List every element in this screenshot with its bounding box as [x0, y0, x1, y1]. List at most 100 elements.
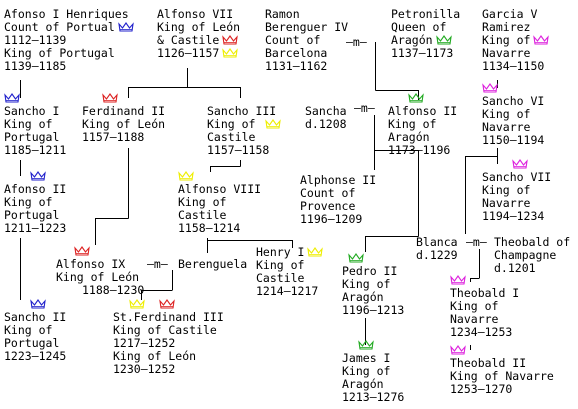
title-line: King of: [342, 364, 391, 378]
reign-line: 1139–1185: [4, 59, 67, 73]
marriage-blanca-theobald: —m—: [466, 235, 487, 249]
name-line: Pedro II: [342, 264, 398, 278]
person-sancho-ii: Sancho II King of Portugal 1223–1245: [4, 298, 66, 363]
crown-icon-aragon: [358, 340, 374, 350]
name-line: James I: [342, 351, 391, 365]
crown-icon-leon: [222, 35, 239, 45]
person-alfonso-viii: Alfonso VIII King of Castile 1158–1214: [178, 170, 261, 235]
title-line: King of León: [56, 270, 140, 284]
crown-line: [450, 344, 554, 357]
title-line: King of: [388, 117, 437, 131]
name-line: Blanca: [416, 235, 458, 249]
person-sancho-vii: Sancho VII King of Navarre 1194–1234: [482, 158, 551, 223]
crown-icon-leon: [159, 299, 175, 309]
name-line: Henry I: [256, 246, 324, 259]
marriage-alfonso9-berenguela: —m—: [147, 257, 168, 271]
reign-line: 1185–1211: [4, 143, 67, 157]
title-line: Barcelona: [265, 46, 328, 60]
reign-line: 1213–1276: [342, 390, 405, 404]
person-afonso-i: Afonso I Henriques Count of Portual 1112…: [4, 8, 134, 73]
person-berenguela: Berenguela: [178, 258, 247, 271]
crown-icon-aragon: [435, 35, 452, 45]
reign-line: 1134–1150: [482, 59, 545, 73]
reign-line: 1194–1234: [482, 209, 545, 223]
reign-line: 1234–1253: [450, 325, 513, 339]
crown-icon-leon: [102, 93, 118, 103]
reign-line: d.1229: [416, 248, 458, 262]
person-sancho-i: Sancho I King of Portugal 1185–1211: [4, 92, 66, 157]
reign-line: 1173–1196: [388, 143, 451, 157]
name-line: Sancha: [305, 104, 347, 118]
title-line: Castile: [256, 271, 305, 285]
title-line: Aragón: [342, 377, 384, 391]
crown-line: [388, 92, 457, 105]
crown-icon-navarre: [512, 159, 528, 169]
crown-icon-castile: [307, 247, 324, 257]
person-afonso-ii-portugal: Afonso II King of Portugal 1211–1223: [4, 170, 66, 235]
crown-line: [178, 170, 261, 183]
title-line: Navarre: [450, 312, 499, 326]
reign-line: 1253–1270: [450, 382, 513, 396]
reign-line: 1157–1188: [82, 130, 145, 144]
title-line: King of: [207, 118, 282, 131]
person-alfonso-ix: Alfonso IX King of León 1188–1230: [56, 245, 144, 297]
name-line: Afonso I Henriques: [4, 7, 129, 21]
reign-line: 1214–1217: [256, 284, 319, 298]
crown-icon-aragon: [348, 253, 364, 263]
person-alfonso-ii-aragon: Alfonso II King of Aragón 1173–1196: [388, 92, 457, 157]
person-henry-i: Henry I King of Castile 1214–1217: [256, 246, 324, 298]
title-line: King of: [342, 277, 391, 291]
crown-icon-aragon: [408, 93, 424, 103]
crown-icon-castile: [265, 119, 282, 129]
title-line: King of: [256, 258, 305, 272]
crown-icon-castile: [178, 171, 194, 181]
crown-icon-navarre: [482, 83, 498, 93]
title-line: King of León: [157, 20, 241, 34]
marriage-ramon-petronilla: —m—: [346, 35, 367, 49]
title-line: King of Portugal: [4, 46, 115, 60]
reign-line: 1217–1252: [113, 336, 176, 350]
person-sancha: Sancha d.1208: [305, 105, 347, 131]
reign-line: 1211–1223: [4, 221, 67, 235]
crown-line: [482, 158, 551, 171]
name-line: Theobald II: [450, 356, 527, 370]
title-line: Aragón: [388, 130, 430, 144]
crown-icon-portugal: [117, 22, 134, 32]
title-line: Navarre: [482, 120, 531, 134]
person-sancho-vi: Sancho VI King of Navarre 1150–1194: [482, 82, 544, 147]
reign-line: 1131–1162: [265, 59, 328, 73]
person-theobald-i: Theobald I King of Navarre 1234–1253: [450, 274, 519, 339]
reign-line: 1223–1245: [4, 349, 67, 363]
name-line: Alfonso IX: [56, 257, 126, 271]
title-line: Aragón: [342, 290, 384, 304]
person-ferdinand-ii: Ferdinand II King of León 1157–1188: [82, 92, 165, 144]
title-line: King of: [4, 117, 53, 131]
name-line: Sancho III: [207, 104, 277, 118]
title-line: Provence: [300, 199, 356, 213]
person-blanca: Blanca d.1229: [416, 236, 458, 262]
title-line: Aragón: [391, 34, 460, 47]
title-line: King of: [4, 195, 53, 209]
name-line: Alphonse II: [300, 173, 377, 187]
reign-line: 1112–1139: [4, 33, 67, 47]
person-pedro-ii: Pedro II King of Aragón 1196–1213: [342, 252, 404, 317]
crown-line: [113, 298, 224, 311]
title-line: King of: [4, 323, 53, 337]
name-line: Petronilla: [391, 7, 461, 21]
name-line: Ramon: [265, 7, 300, 21]
reign-line: 1126–1157: [157, 47, 240, 60]
person-garcia-v: Garcia V Ramirez King of Navarre 1134–11…: [482, 8, 550, 73]
title-line: Queen of: [391, 20, 447, 34]
reign-line: 1158–1214: [178, 221, 241, 235]
title-line: King of: [178, 195, 227, 209]
name-line: Sancho VII: [482, 170, 552, 184]
name-line: Ferdinand II: [82, 104, 166, 118]
reign-line: 1157–1158: [207, 143, 270, 157]
crown-line: [342, 339, 404, 352]
reign-line: d.1201: [494, 261, 536, 275]
crown-line: [342, 252, 404, 265]
name-line: Ramirez: [482, 20, 531, 34]
crown-icon-portugal: [30, 171, 46, 181]
